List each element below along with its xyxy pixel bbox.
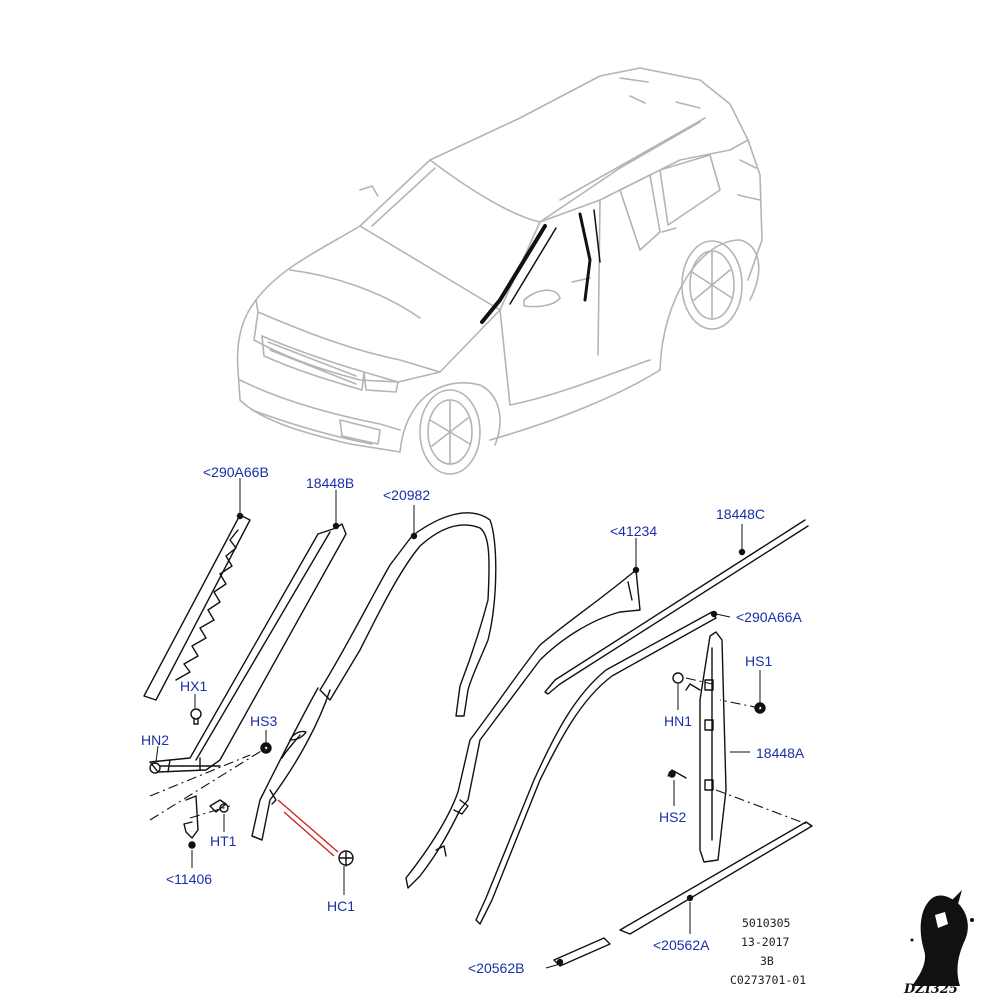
part-41234-upper-molding xyxy=(405,566,641,889)
fastener-ht1 xyxy=(209,799,229,813)
label-290a66b: <290A66B xyxy=(203,464,269,480)
fastener-hn1 xyxy=(672,672,684,684)
vehicle-outline xyxy=(236,67,763,475)
part-20982-door-frame xyxy=(251,512,497,841)
fastener-hs2 xyxy=(667,769,687,779)
part-290a66b-seal-strip xyxy=(143,512,251,701)
label-20982: <20982 xyxy=(383,487,430,503)
vehicle-highlighted-trim xyxy=(480,209,601,324)
label-18448c: 18448C xyxy=(716,506,765,522)
label-hs1: HS1 xyxy=(745,653,772,669)
drawing-code: 5010305 xyxy=(742,916,790,930)
drawing-date: 13-2017 xyxy=(741,935,790,949)
label-18448b: 18448B xyxy=(306,475,354,491)
watermark-text: DZI325 xyxy=(903,982,958,997)
label-20562b: <20562B xyxy=(468,960,524,976)
callout-labels: <290A66B 18448B <20982 <41234 18448C <29… xyxy=(141,464,805,976)
watermark-logo: DZI325 xyxy=(903,890,974,997)
label-11406: <11406 xyxy=(166,871,212,887)
fastener-hx1 xyxy=(190,708,202,725)
label-hn1: HN1 xyxy=(664,713,692,729)
label-18448a: 18448A xyxy=(756,745,805,761)
assembly-lines xyxy=(149,677,813,827)
label-20562a: <20562A xyxy=(653,937,710,953)
label-hx1: HX1 xyxy=(180,678,207,694)
drawing-ref: C0273701-01 xyxy=(730,973,806,987)
part-20562b-end-piece xyxy=(553,937,611,967)
label-41234: <41234 xyxy=(610,523,657,539)
label-hn2: HN2 xyxy=(141,732,169,748)
fastener-hc1 xyxy=(338,850,354,867)
leader-lines xyxy=(155,478,761,969)
fastener-hs3 xyxy=(260,742,272,754)
part-11406-bracket xyxy=(183,795,199,849)
fastener-hn2 xyxy=(149,762,161,774)
drawing-info: 5010305 13-2017 3B C0273701-01 xyxy=(730,916,806,987)
label-hs3: HS3 xyxy=(250,713,277,729)
part-290a66a-seal xyxy=(475,610,718,925)
label-hs2: HS2 xyxy=(659,809,686,825)
part-18448b-pillar-trim xyxy=(149,522,347,773)
label-290a66a: <290A66A xyxy=(736,609,802,625)
label-ht1: HT1 xyxy=(210,833,237,849)
part-18448a-b-pillar xyxy=(685,631,727,863)
drawing-rev: 3B xyxy=(760,954,774,968)
label-hc1: HC1 xyxy=(327,898,355,914)
hc1-leader-lines xyxy=(277,799,339,857)
